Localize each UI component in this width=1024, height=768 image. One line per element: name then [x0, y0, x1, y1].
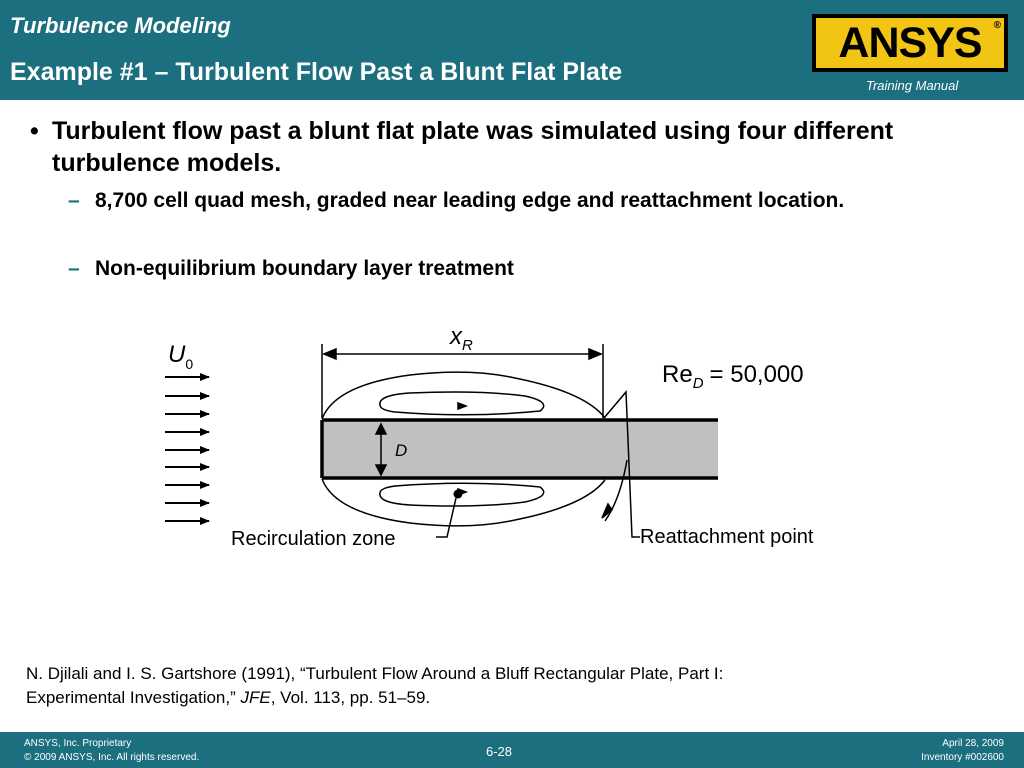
bullet-main: • Turbulent flow past a blunt flat plate…: [30, 115, 910, 179]
registered-mark: ®: [993, 20, 1001, 31]
footer-date-inventory: April 28, 2009 Inventory #002600: [921, 738, 1004, 763]
slide-title: Example #1 – Turbulent Flow Past a Blunt…: [10, 58, 623, 86]
sub-bullet-text: Non-equilibrium boundary layer treatment: [95, 257, 514, 280]
section-title: Turbulence Modeling: [10, 13, 231, 38]
reattachment-point-label: Reattachment point: [640, 526, 814, 548]
reynolds-number: ReD= 50,000: [662, 361, 804, 392]
ansys-logo: ANSYS ®: [812, 14, 1008, 72]
header-bar: Turbulence Modeling Example #1 – Turbule…: [0, 0, 1024, 100]
dash-symbol: –: [68, 189, 80, 212]
training-manual-label: Training Manual: [866, 78, 959, 93]
flow-diagram: U0 xR D: [165, 323, 814, 550]
d-dimension: [374, 422, 388, 477]
page-number: 6-28: [486, 744, 513, 759]
bullet-text: Turbulent flow past a blunt flat plate w…: [52, 117, 894, 177]
xr-dimension: [321, 344, 604, 418]
slide-content: • Turbulent flow past a blunt flat plate…: [0, 100, 1024, 732]
bullet-symbol: •: [30, 117, 39, 145]
sub-bullet-treatment: – Non-equilibrium boundary layer treatme…: [68, 254, 918, 283]
d-label: D: [395, 441, 407, 460]
logo-text: ANSYS: [838, 19, 982, 67]
sub-bullet-mesh: – 8,700 cell quad mesh, graded near lead…: [68, 186, 918, 215]
u0-label: U0: [168, 341, 193, 372]
recirculation-marker: [453, 489, 463, 499]
journal-name: JFE: [240, 688, 271, 707]
leader-lines: [436, 390, 640, 538]
dash-symbol: –: [68, 257, 80, 280]
reference-citation: N. Djilali and I. S. Gartshore (1991), “…: [26, 664, 724, 707]
blunt-plate: [322, 420, 718, 478]
footer-copyright: ANSYS, Inc. Proprietary © 2009 ANSYS, In…: [24, 738, 200, 763]
footer-bar: ANSYS, Inc. Proprietary © 2009 ANSYS, In…: [0, 732, 1024, 768]
recirculation-zone-label: Recirculation zone: [231, 528, 396, 550]
sub-bullet-text: 8,700 cell quad mesh, graded near leadin…: [95, 189, 845, 212]
inflow-arrows: [165, 373, 210, 525]
xr-label: xR: [449, 323, 473, 354]
